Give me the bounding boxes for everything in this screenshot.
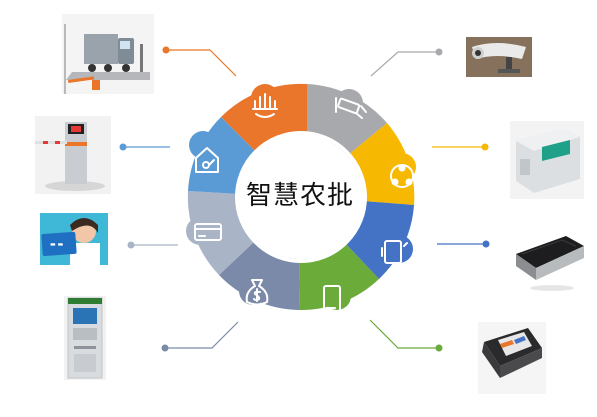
connector-dot-left-lower <box>127 241 135 249</box>
knob-2 <box>335 89 363 117</box>
connector-dot-top-right <box>435 48 443 56</box>
parking-barrier-gate-photo <box>35 116 111 194</box>
knob-5 <box>323 282 351 310</box>
atm-kiosk-photo <box>64 296 106 380</box>
money-bag-icon <box>245 279 269 306</box>
center-title: 智慧农批 <box>245 181 354 211</box>
surveillance-camera-photo <box>466 37 532 77</box>
card-printer-photo <box>510 121 584 199</box>
warehouse-icon <box>252 93 278 118</box>
cctv-camera-icon <box>335 97 367 119</box>
knob-8 <box>189 131 217 159</box>
connector-dot-right-lower <box>482 240 490 248</box>
connector-top-left <box>166 49 237 77</box>
card-reader-icon <box>381 240 408 264</box>
network-share-icon <box>390 164 414 188</box>
connector-dot-bottom-left <box>161 344 169 352</box>
connector-bottom-right <box>369 319 439 349</box>
bank-card-icon <box>194 223 222 241</box>
svg-text:▬ ▬: ▬ ▬ <box>50 241 64 248</box>
house-key-icon <box>195 147 219 173</box>
connector-bottom-left <box>165 321 239 349</box>
center-disc <box>239 135 363 259</box>
smart-card-photo: ▬ ▬ <box>40 213 108 265</box>
truck-weighbridge-photo <box>62 14 154 94</box>
connector-dot-right-upper <box>481 143 489 151</box>
handheld-pos-photo <box>478 322 546 394</box>
connector-top-right <box>370 51 439 77</box>
connector-dot-left-upper <box>119 143 127 151</box>
connector-dot-bottom-right <box>435 344 443 352</box>
smartphone-icon <box>323 285 341 313</box>
card-reader-device-photo <box>512 222 586 294</box>
knob-4 <box>385 235 413 263</box>
connector-dot-top-left <box>162 46 170 54</box>
